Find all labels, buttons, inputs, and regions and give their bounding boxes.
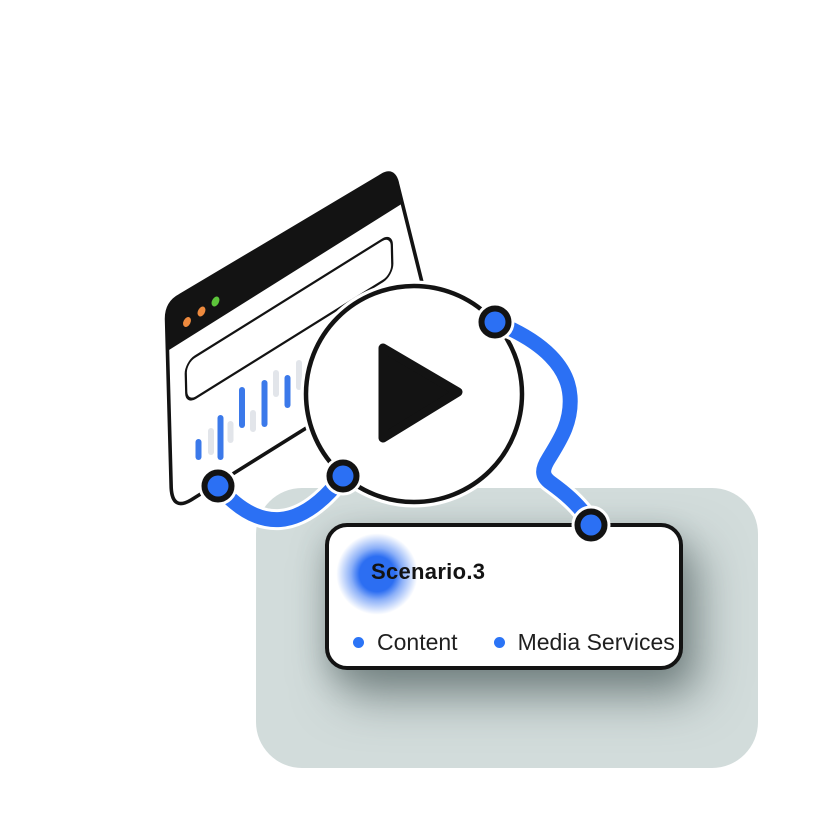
chart-bar [239,387,245,428]
card-bullets: Content Media Services [353,629,675,656]
chart-bar [227,421,234,443]
play-button-circle[interactable] [303,283,525,505]
window-dot-orange-icon [197,306,206,317]
chart-bar [261,380,268,427]
bullet-item: Content [353,629,458,656]
card-title: Scenario.3 [371,559,486,584]
play-button[interactable] [300,280,528,508]
browser-titlebar [166,173,403,352]
accent-blob [335,532,419,616]
browser-window [161,168,440,509]
bullet-dot-icon [353,637,364,648]
chart-bar [217,415,224,460]
chart-bar [250,410,256,432]
chart-bar [195,439,202,460]
chart-bars [195,360,302,460]
bullet-label: Content [377,629,458,655]
window-dot-green-icon [211,296,220,307]
bullet-item: Media Services [493,629,675,656]
chart-bar [284,375,291,408]
browser-window-casing [161,168,440,509]
connector-node [475,302,515,342]
connector-node [198,466,238,506]
play-button-casing [300,280,528,508]
chart-bar [273,370,279,397]
card-backdrop: Scenario.3 Content Media Services [256,488,758,768]
browser-window-body [164,171,437,506]
search-bar[interactable] [184,234,394,404]
play-icon [378,343,463,443]
chart-bar [208,428,214,455]
bullet-dot-icon [493,637,505,648]
scenario-card: Scenario.3 Content Media Services [325,523,683,670]
chart-bar [296,360,302,390]
window-dot-orange-icon [183,317,191,327]
bullet-label: Media Services [517,629,675,655]
